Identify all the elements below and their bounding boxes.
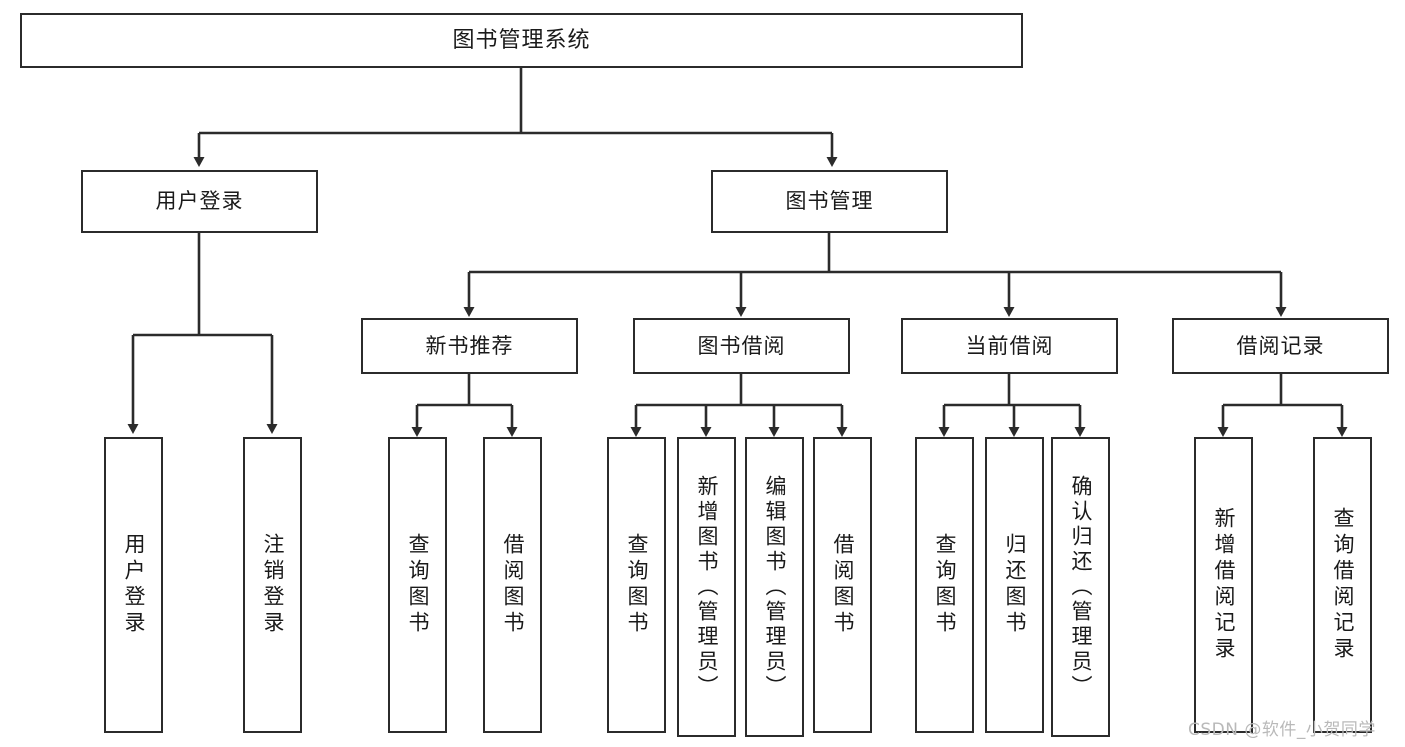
node-root-book-management-system[interactable]: 图书管理系统 (20, 13, 1023, 68)
node-label: 查询图书 (933, 533, 957, 637)
node-label: 当前借阅 (965, 333, 1054, 358)
node-label: 确认归还（管理员） (1069, 474, 1093, 700)
node-label: 借阅图书 (831, 533, 855, 637)
leaf-record-add-borrow-record[interactable]: 新增借阅记录 (1194, 437, 1253, 733)
node-label: 新增图书（管理员） (695, 474, 719, 700)
leaf-borrow-query-book[interactable]: 查询图书 (607, 437, 666, 733)
node-book-borrow[interactable]: 图书借阅 (633, 318, 850, 374)
node-new-book-recommend[interactable]: 新书推荐 (361, 318, 578, 374)
node-label: 图书管理 (785, 189, 874, 214)
leaf-record-query-borrow-record[interactable]: 查询借阅记录 (1313, 437, 1372, 733)
node-book-management[interactable]: 图书管理 (711, 170, 948, 233)
node-current-borrow[interactable]: 当前借阅 (901, 318, 1118, 374)
node-label: 新增借阅记录 (1212, 507, 1236, 663)
node-label: 用户登录 (155, 189, 244, 214)
node-label: 用户登录 (122, 533, 146, 637)
leaf-current-confirm-return-admin[interactable]: 确认归还（管理员） (1051, 437, 1110, 737)
node-user-login[interactable]: 用户登录 (81, 170, 318, 233)
node-borrow-record[interactable]: 借阅记录 (1172, 318, 1389, 374)
node-label: 借阅图书 (501, 533, 525, 637)
leaf-recommend-borrow-book[interactable]: 借阅图书 (483, 437, 542, 733)
node-label: 归还图书 (1003, 533, 1027, 637)
leaf-user-logout[interactable]: 注销登录 (243, 437, 302, 733)
node-label: 图书借阅 (697, 333, 786, 358)
node-label: 查询借阅记录 (1331, 507, 1355, 663)
node-label: 注销登录 (261, 533, 285, 637)
node-label: 图书管理系统 (452, 27, 591, 53)
node-label: 查询图书 (406, 533, 430, 637)
leaf-recommend-query-book[interactable]: 查询图书 (388, 437, 447, 733)
leaf-current-return-book[interactable]: 归还图书 (985, 437, 1044, 733)
leaf-borrow-borrow-book[interactable]: 借阅图书 (813, 437, 872, 733)
leaf-borrow-edit-book-admin[interactable]: 编辑图书（管理员） (745, 437, 804, 737)
node-label: 查询图书 (625, 533, 649, 637)
node-label: 编辑图书（管理员） (763, 474, 787, 700)
leaf-current-query-book[interactable]: 查询图书 (915, 437, 974, 733)
leaf-user-login[interactable]: 用户登录 (104, 437, 163, 733)
node-label: 借阅记录 (1236, 333, 1325, 358)
node-label: 新书推荐 (425, 333, 514, 358)
leaf-borrow-add-book-admin[interactable]: 新增图书（管理员） (677, 437, 736, 737)
